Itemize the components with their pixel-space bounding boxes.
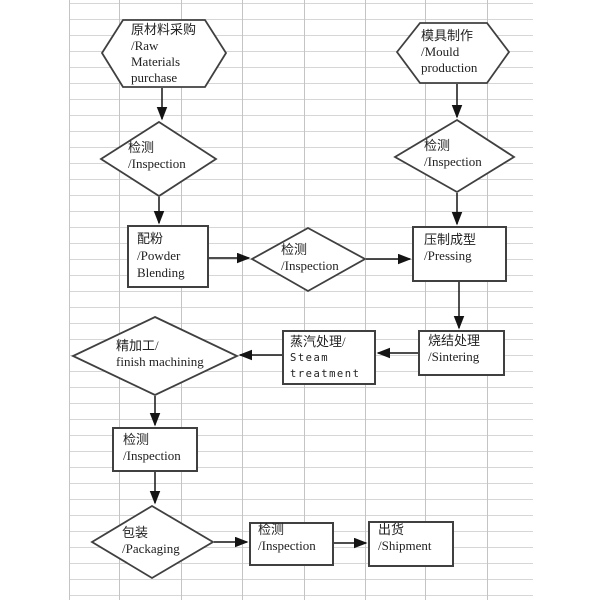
node-label-inspection-raw: 检测 /Inspection <box>128 140 186 172</box>
text-line: /Inspection <box>424 154 482 169</box>
node-label-finish-machining: 精加工/ finish machining <box>116 338 204 370</box>
node-label-inspection-final: 检测 /Inspection <box>258 522 316 554</box>
node-label-raw-materials-purchase: 原材料采购 /Raw Materials purchase <box>131 22 196 86</box>
text-line: 压制成型 <box>424 232 477 247</box>
grid-vertical-line <box>119 0 120 600</box>
node-shape-raw-materials-purchase <box>100 19 228 88</box>
text-line: production <box>421 60 478 75</box>
text-line: treatment <box>290 368 361 380</box>
node-shape-sintering <box>418 330 505 376</box>
grid-vertical-line <box>487 0 488 600</box>
text-line: purchase <box>131 70 178 85</box>
node-shape-inspection-final <box>249 522 334 566</box>
node-label-shipment: 出货 /Shipment <box>378 522 431 554</box>
text-line: 包装 <box>122 525 149 540</box>
node-shape-inspection-blend <box>250 226 367 293</box>
text-line: /Inspection <box>258 538 316 553</box>
text-line: /Inspection <box>281 258 339 273</box>
node-shape-powder-blending <box>127 225 209 288</box>
text-line: 检测 <box>281 242 308 257</box>
node-shape-inspection-machining <box>112 427 198 472</box>
text-line: /Pressing <box>424 248 472 263</box>
text-line: 检测 <box>424 138 451 153</box>
text-line: 原材料采购 <box>131 22 197 37</box>
text-line: /Inspection <box>128 156 186 171</box>
node-shape-inspection-raw <box>99 120 218 198</box>
node-label-pressing: 压制成型 /Pressing <box>424 232 476 264</box>
node-shape-shipment <box>368 521 454 567</box>
text-line: 蒸汽处理/ <box>290 334 346 349</box>
text-line: /Inspection <box>123 448 181 463</box>
node-label-mould-production: 模具制作 /Mould production <box>421 28 477 76</box>
text-line: Materials <box>131 54 181 69</box>
grid-vertical-line <box>304 0 305 600</box>
text-line: 出货 <box>378 522 405 537</box>
node-label-steam-treatment: 蒸汽处理/ Steam treatment <box>290 334 360 382</box>
node-label-packaging: 包装 /Packaging <box>122 525 180 557</box>
text-line: 模具制作 <box>421 28 474 43</box>
node-shape-pressing <box>412 226 507 282</box>
text-line: /Packaging <box>122 541 180 556</box>
node-label-powder-blending: 配粉 /Powder Blending <box>137 230 185 281</box>
grid-horizontal-lines <box>69 3 533 599</box>
grid-vertical-line <box>365 0 366 600</box>
text-line: 检测 <box>258 522 285 537</box>
text-line: 烧结处理 <box>428 333 481 348</box>
text-line: Steam <box>290 352 330 364</box>
grid-vertical-line <box>69 0 70 600</box>
node-label-inspection-blend: 检测 /Inspection <box>281 242 339 274</box>
text-line: /Sintering <box>428 349 480 364</box>
node-shape-steam-treatment <box>282 330 376 385</box>
text-line: Blending <box>137 265 185 280</box>
grid-vertical-line <box>425 0 426 600</box>
grid-vertical-line <box>242 0 243 600</box>
text-line: 检测 <box>123 432 150 447</box>
text-line: 检测 <box>128 140 155 155</box>
grid-vertical-line <box>181 0 182 600</box>
node-label-sintering: 烧结处理 /Sintering <box>428 333 480 365</box>
node-shape-inspection-mould <box>393 118 516 194</box>
text-line: finish machining <box>116 354 204 369</box>
text-line: /Mould <box>421 44 460 59</box>
node-label-inspection-machining: 检测 /Inspection <box>123 432 181 464</box>
text-line: /Shipment <box>378 538 432 553</box>
text-line: /Powder <box>137 248 181 263</box>
node-shape-packaging <box>90 504 215 580</box>
node-shape-mould-production <box>395 22 511 84</box>
text-line: 精加工/ <box>116 338 159 353</box>
text-line: /Raw <box>131 38 159 53</box>
text-line: 配粉 <box>137 231 164 246</box>
node-label-inspection-mould: 检测 /Inspection <box>424 138 482 170</box>
node-shape-finish-machining <box>70 316 240 396</box>
